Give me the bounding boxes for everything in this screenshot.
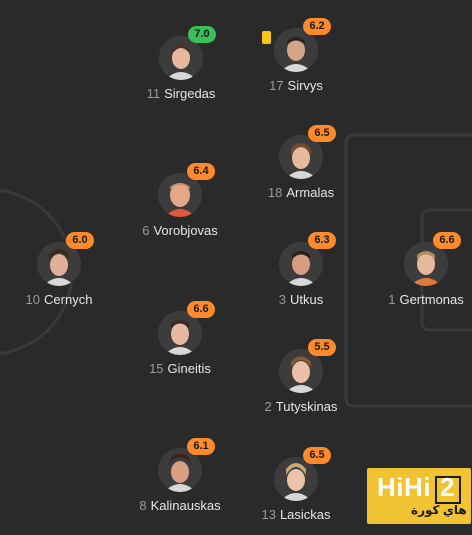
rating-badge: 6.0 — [66, 232, 94, 249]
player-photo — [404, 242, 448, 286]
watermark-digit: 2 — [440, 472, 455, 502]
hihi2-watermark-logo: HiHi 2 هاي كورة — [367, 468, 471, 524]
rating-badge: 6.6 — [433, 232, 461, 249]
watermark-box — [435, 476, 461, 504]
player-photo — [279, 242, 323, 286]
rating-badge: 6.6 — [187, 301, 215, 318]
player-photo — [274, 28, 318, 72]
rating-badge: 6.3 — [308, 232, 336, 249]
watermark-latin: HiHi — [377, 472, 431, 502]
player-photo — [274, 457, 318, 501]
player-photo — [279, 135, 323, 179]
player-photo — [158, 311, 202, 355]
rating-badge: 5.5 — [308, 339, 336, 356]
player-photo — [279, 349, 323, 393]
player-photo — [158, 173, 202, 217]
rating-badge: 6.2 — [303, 18, 331, 35]
rating-badge: 7.0 — [188, 26, 216, 43]
rating-badge: 6.1 — [187, 438, 215, 455]
player-photo — [37, 242, 81, 286]
yellow-card-icon — [262, 31, 271, 44]
player-photo — [159, 36, 203, 80]
watermark-arabic: هاي كورة — [411, 503, 467, 517]
rating-badge: 6.5 — [308, 125, 336, 142]
rating-badge: 6.4 — [187, 163, 215, 180]
rating-badge: 6.5 — [303, 447, 331, 464]
player-photo — [158, 448, 202, 492]
